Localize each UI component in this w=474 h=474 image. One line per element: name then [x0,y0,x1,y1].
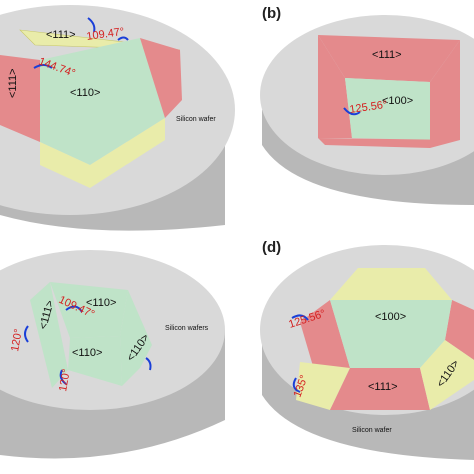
angle-arc-b1 [343,107,361,116]
face-c-green-right [120,290,152,386]
face-b-red-top [318,35,460,82]
face-b-red-right [430,40,460,140]
face-c-label-top: <110> [86,297,116,309]
face-b-label-bottom: <100> [382,95,413,107]
angle-arc-a2 [33,64,53,69]
face-d-yellow-left [296,362,350,410]
panel-c: <110> <110> <111> <110> 109.47° 120° 120… [0,250,225,459]
face-c-green-left [30,282,68,388]
face-c-green-bottom [68,336,122,386]
face-a-red-right [140,38,182,118]
angle-arc-a1 [87,17,96,33]
panel-a: <111> <110> <111> 109.47° 144.74° Silico… [0,5,235,231]
face-b-red-front [318,138,460,148]
panel-b: <111> <100> 125.56° (b) [260,5,474,205]
angle-arc-c1 [65,305,83,313]
panel-label-d: (d) [262,239,281,256]
caption-a: Silicon wafer [176,116,216,123]
angle-a-109: 109.47° [86,26,125,43]
face-a-yellow-front-left [40,142,90,188]
face-d-yellow-right [420,340,474,410]
face-b-label-top: <111> [372,49,402,61]
caption-d: Silicon wafer [352,427,392,434]
face-b-red-left [318,35,352,138]
face-d-label-front: <111> [368,381,398,393]
angle-c-120-left: 120° [9,328,25,353]
face-a-red-left [0,55,40,142]
face-a-label-top-strip: <111> [46,29,76,41]
face-c-label-bottom: <110> [72,347,102,359]
angle-arc-c3 [59,369,67,385]
angle-arc-a3 [117,36,129,41]
panel-d: <100> <111> <110> 125.56° 135° Silicon w… [260,239,474,460]
angle-b-125: 125.56° [349,99,388,116]
face-d-yellow-top [330,268,452,300]
face-a-yellow-front-right [90,118,165,188]
angle-c-120-bottom: 120° [57,368,73,393]
angle-arc-d1 [291,314,309,321]
angle-arc-d2 [292,377,301,393]
face-d-green-center [330,300,452,368]
face-b-green-bottom [345,78,430,140]
face-a-label-top: <110> [70,87,100,99]
angle-arc-c4 [145,357,152,371]
face-c-green-top [50,282,128,338]
caption-c: Silicon wafers [165,325,209,332]
face-d-red-front [330,368,430,410]
angle-arc-c2 [24,325,29,343]
panel-label-b: (b) [262,5,281,22]
face-a-green-top [40,38,165,165]
face-d-label-center: <100> [375,311,406,323]
face-a-label-left: <111> [7,68,19,98]
